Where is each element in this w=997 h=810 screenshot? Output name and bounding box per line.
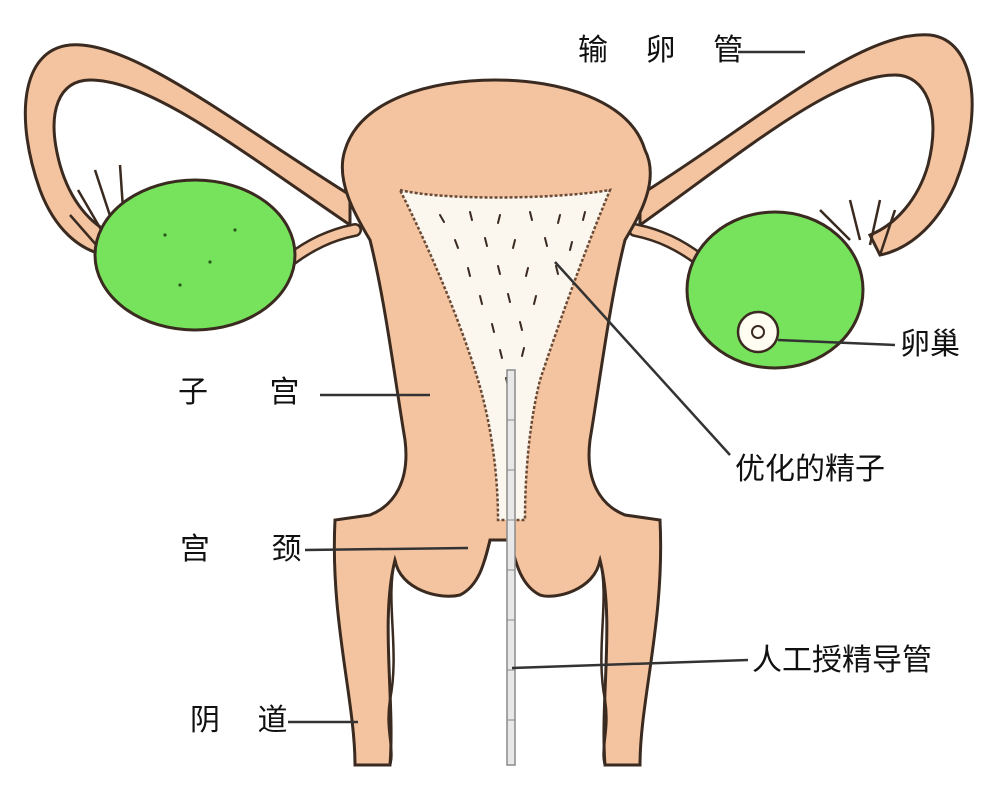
leader-catheter	[511, 658, 749, 670]
left-fimbriae	[69, 164, 127, 256]
insemination-catheter	[506, 369, 516, 766]
label-ovary: 卵巢	[900, 327, 960, 362]
ovum-nucleus	[751, 325, 765, 339]
label-cervix: 宫 颈	[180, 532, 328, 567]
label-uterus: 子 宫	[178, 375, 326, 410]
right-ovary	[685, 210, 865, 370]
left-ovary	[93, 178, 297, 332]
right-fallopian-tube	[638, 33, 974, 257]
right-fimbriae	[819, 199, 897, 256]
left-ovary-dots	[163, 228, 237, 287]
sperm-dots	[439, 211, 586, 387]
vaginal-wall-left	[387, 559, 397, 766]
label-sperm: 优化的精子	[735, 452, 885, 487]
leader-sperm	[554, 261, 731, 456]
ovum-follicle	[736, 310, 780, 354]
catheter-ticks	[507, 419, 515, 721]
cervix-os-left	[393, 539, 492, 598]
leader-ovary	[777, 338, 896, 347]
label-vagina: 阴 道	[190, 703, 302, 738]
label-catheter: 人工授精导管	[752, 643, 932, 678]
leader-cervix	[304, 546, 469, 552]
leader-lines	[288, 50, 896, 724]
label-fallopian-tube: 输 卵 管	[578, 33, 758, 68]
vaginal-wall-right	[598, 559, 608, 766]
